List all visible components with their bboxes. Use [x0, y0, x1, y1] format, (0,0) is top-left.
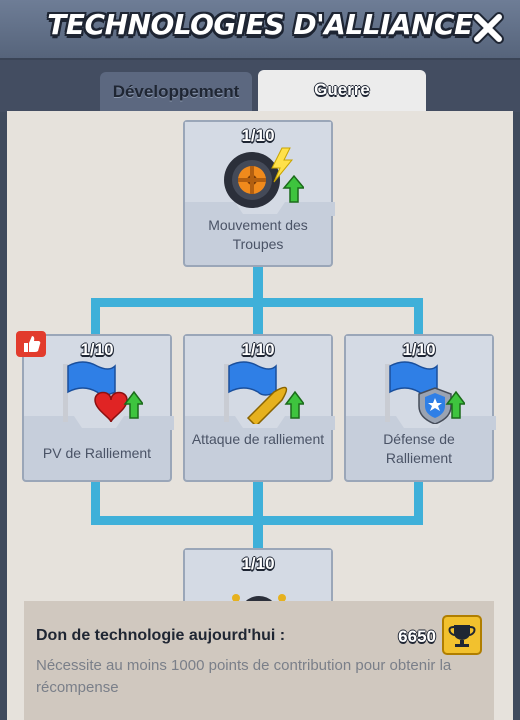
- tech-card-pv-de-ralliement[interactable]: 1/10 PV de Ralliement: [22, 334, 174, 482]
- tech-card-defense-de-ralliement[interactable]: 1/10 Défense de Ralliement: [344, 334, 496, 482]
- tech-level: 1/10: [241, 340, 275, 359]
- flag-bullet-icon: [224, 361, 304, 424]
- donation-panel: Don de technologie aujourd'hui : 6650 Né…: [24, 601, 494, 720]
- flag-heart-icon: [63, 361, 143, 423]
- tech-name: PV de Ralliement: [42, 445, 152, 461]
- donation-value: 6650: [398, 627, 436, 646]
- tech-name: Mouvement des Troupes: [208, 217, 308, 252]
- tech-level: 1/10: [241, 126, 275, 145]
- tech-name: Attaque de ralliement: [191, 431, 325, 447]
- tech-level: 1/10: [241, 554, 275, 573]
- tech-tree-panel[interactable]: 1/10 Mouvement des Troupes 1/10 PV de Ra…: [7, 111, 513, 720]
- close-icon[interactable]: [470, 10, 506, 46]
- tech-card-mouvement-des-troupes[interactable]: 1/10 Mouvement des Troupes: [183, 120, 335, 267]
- tech-level: 1/10: [402, 340, 436, 359]
- tech-level: 1/10: [80, 340, 114, 359]
- trophy-icon[interactable]: [442, 615, 482, 655]
- page-title: TECHNOLOGIES D'ALLIANCE: [47, 8, 473, 41]
- donation-description: Nécessite au moins 1000 points de contri…: [36, 657, 452, 696]
- tire-speed-icon: [224, 147, 304, 208]
- tab-developpement[interactable]: Développement: [100, 72, 252, 112]
- donation-title: Don de technologie aujourd'hui :: [36, 627, 286, 644]
- tech-name: Défense de Ralliement: [383, 431, 455, 466]
- title-bar: TECHNOLOGIES D'ALLIANCE: [0, 0, 520, 60]
- flag-shield-icon: [385, 361, 465, 424]
- tech-tree-connectors: [91, 266, 423, 549]
- thumbs-up-icon: [16, 331, 46, 357]
- tab-guerre[interactable]: Guerre: [258, 70, 426, 112]
- tech-card-attaque-de-ralliement[interactable]: 1/10 Attaque de ralliement: [183, 334, 335, 482]
